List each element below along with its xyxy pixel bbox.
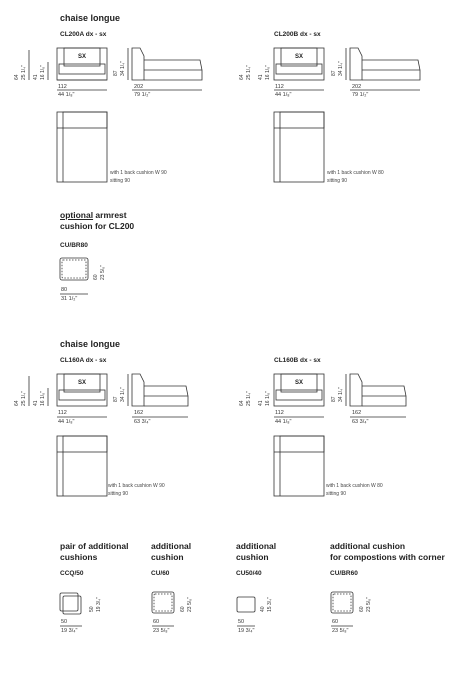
dim-length-in: 63 3/₄": [352, 419, 369, 425]
dim-width-in: 44 1/₈": [275, 92, 292, 98]
dim-length-in: 63 3/₄": [134, 419, 151, 425]
model-code-cl200a: CL200A dx - sx: [60, 31, 107, 38]
box-label-sx: SX: [295, 54, 304, 60]
dim-width-cm: 112: [275, 410, 284, 416]
dim-height-in: 19 3/₄": [96, 597, 102, 612]
note-back-cushion: with 1 back cushion W 80: [327, 170, 384, 176]
model-code-cl160a: CL160A dx - sx: [60, 357, 107, 364]
optional-title: optional armrest: [60, 210, 127, 220]
cushion-title: additional cushion: [330, 541, 406, 551]
box-label-sx: SX: [295, 380, 304, 386]
note-back-cushion: with 1 back cushion W 90: [110, 170, 167, 176]
dim-length-cm: 162: [134, 410, 144, 416]
dim-length-cm: 162: [352, 410, 362, 416]
dim-height-in: 23 5/₈": [187, 597, 193, 612]
dim-width-cm: 112: [58, 84, 67, 90]
dim-width-cm: 50: [61, 619, 68, 625]
cushion-title: additional: [236, 541, 277, 551]
note-sitting: sitting 90: [326, 491, 347, 497]
cushion-title: additional: [151, 541, 192, 551]
optional-title-line2: cushion for CL200: [60, 221, 135, 231]
dim-width-in: 31 1/₂": [61, 296, 78, 302]
model-code-cubr60: CU/BR60: [330, 570, 358, 577]
dim-height-cm: 40: [260, 606, 266, 612]
dim-width-cm: 112: [275, 84, 284, 90]
optional-title-rest: armrest: [93, 210, 127, 220]
dim-length-cm: 202: [134, 84, 144, 90]
dim-height-cm: 50: [89, 606, 95, 612]
dim-width-cm: 50: [238, 619, 245, 625]
note-back-cushion: with 1 back cushion W 80: [326, 483, 383, 489]
box-label-sx: SX: [78, 380, 87, 386]
dim-width-in: 44 1/₈": [58, 92, 75, 98]
optional-title-underlined: optional: [60, 210, 94, 220]
dim-width-cm: 112: [58, 410, 67, 416]
dim-width-cm: 60: [332, 619, 339, 625]
note-back-cushion: with 1 back cushion W 90: [108, 483, 165, 489]
dim-length-cm: 202: [352, 84, 362, 90]
box-label-sx: SX: [78, 54, 87, 60]
model-code-cl200b: CL200B dx - sx: [274, 31, 321, 38]
model-code-cu5040: CU50/40: [236, 570, 262, 577]
dim-width-cm: 80: [61, 287, 68, 293]
model-code-cubr80: CU/BR80: [60, 242, 88, 249]
cushion-title: pair of additional: [60, 541, 129, 551]
dim-height-in: 23 5/₈": [366, 597, 372, 612]
dim-height-cm: 60: [359, 606, 365, 612]
cushion-title-line2: cushion: [151, 552, 184, 562]
dim-width-in: 19 3/₄": [238, 628, 255, 634]
dim-length-in: 79 1/₂": [352, 92, 369, 98]
cushion-title-line2: cushion: [236, 552, 269, 562]
model-code-cl160b: CL160B dx - sx: [274, 357, 321, 364]
note-sitting: sitting 90: [327, 178, 348, 184]
note-sitting: sitting 90: [110, 178, 131, 184]
section-title-chaise-longue-2: chaise longue: [60, 339, 121, 349]
dim-length-in: 79 1/₂": [134, 92, 151, 98]
dim-height-in: 15 3/₄": [267, 597, 273, 612]
dim-width-in: 19 3/₄": [61, 628, 78, 634]
dim-width-in: 23 5/₈": [332, 628, 349, 634]
cushion-title-line2: for compostions with corner: [330, 552, 445, 562]
model-code-ccq50: CCQ/50: [60, 570, 84, 577]
dim-height-cm: 60: [180, 606, 186, 612]
dim-width-in: 44 1/₈": [275, 419, 292, 425]
section-title-chaise-longue-1: chaise longue: [60, 13, 121, 23]
model-code-cu60: CU/60: [151, 570, 170, 577]
dim-width-in: 23 5/₈": [153, 628, 170, 634]
note-sitting: sitting 90: [108, 491, 129, 497]
dim-width-in: 44 1/₈": [58, 419, 75, 425]
dim-width-cm: 60: [153, 619, 160, 625]
cushion-title-line2: cushions: [60, 552, 98, 562]
